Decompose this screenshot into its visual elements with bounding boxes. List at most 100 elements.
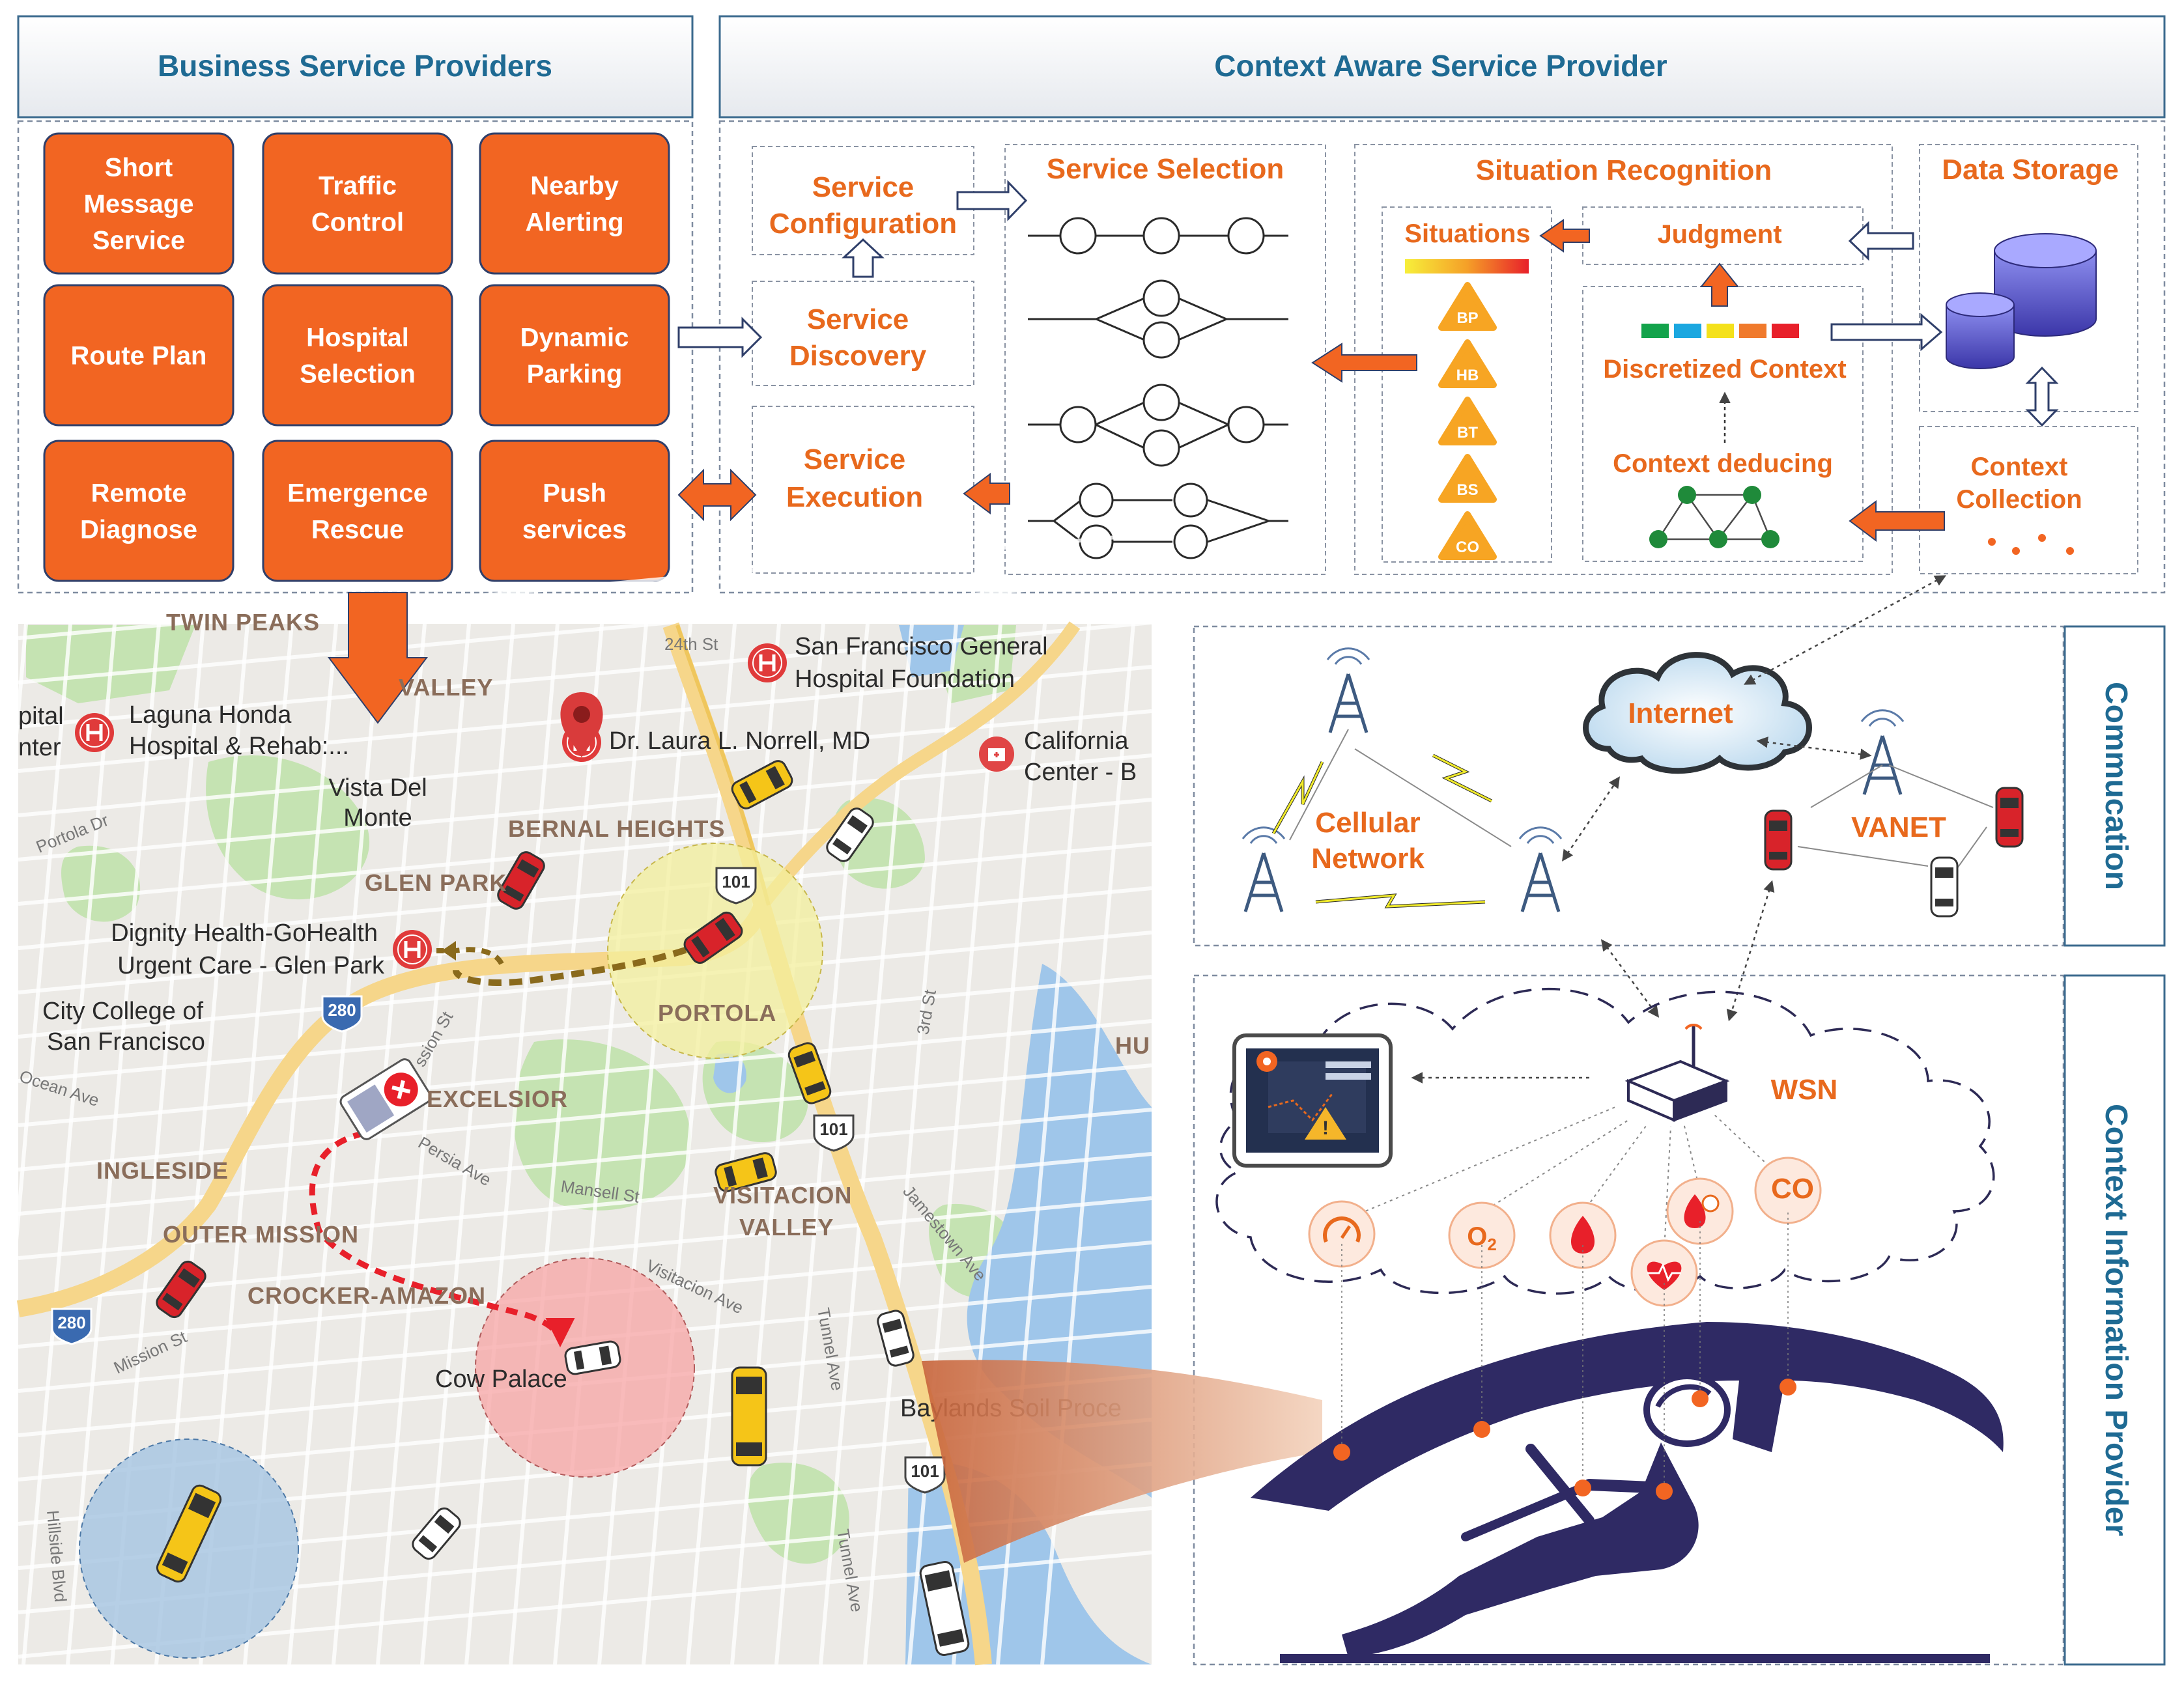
label-bernal: BERNAL HEIGHTS [508, 815, 725, 842]
label-crocker: CROCKER-AMAZON [248, 1282, 486, 1309]
hospital-icon [393, 930, 432, 969]
hwy-101-shield-1: 101 [722, 872, 750, 891]
service-configuration-line1: Service [812, 171, 915, 203]
sensors [1308, 1157, 1822, 1307]
service-tile-label: Service [92, 227, 185, 255]
service-selection-box [1004, 144, 1326, 575]
label-laguna-1: Laguna Honda [129, 701, 292, 729]
cellular-links [1271, 729, 1512, 908]
sensor-gauge-icon [1308, 1200, 1376, 1268]
arrow-configuration-to-selection [956, 180, 1028, 221]
label-citycollege-1: City College of [42, 998, 204, 1025]
label-pital-1: pital [18, 703, 64, 730]
service-tile-label: Control [311, 208, 404, 237]
sensor-heart-icon [1630, 1239, 1698, 1307]
sensor-co-label: CO [1771, 1173, 1814, 1205]
situation-badge-label: BS [1456, 481, 1478, 499]
tablet-icon: ! [1232, 1033, 1393, 1168]
judgment-label: Judgment [1657, 220, 1781, 249]
service-grid: ShortMessageServiceTrafficControlNearbyA… [43, 132, 670, 582]
zoom-beam [922, 1360, 1322, 1563]
context-deducing-label: Context deducing [1613, 449, 1833, 478]
svg-text:!: ! [1322, 1117, 1329, 1139]
label-visitacion-1: VISITACION [713, 1182, 852, 1209]
context-info-title: Context Information Provider [2099, 1104, 2133, 1536]
discretized-color-cell [1772, 324, 1799, 338]
route-arrow-head [442, 941, 456, 961]
context-aware-panel: Context Aware Service Provider Service C… [677, 15, 2166, 594]
ambulance-route [309, 1130, 575, 1347]
communication-panel: Commucation Internet Cellular Network [1193, 575, 2166, 1022]
label-dignity-1: Dignity Health-GoHealth [111, 919, 378, 947]
sensor-drop-icon [1549, 1201, 1617, 1269]
vanet-links [1797, 765, 1994, 873]
service-tile-label: Traffic [319, 172, 397, 201]
service-tile-label: Alerting [525, 208, 623, 237]
collection-dots [1988, 534, 2074, 555]
situation-badge-label: BT [1457, 424, 1478, 442]
service-tile[interactable]: Route Plan [43, 284, 234, 427]
service-discovery-line1: Service [807, 303, 909, 335]
vehicle-icon [731, 1366, 767, 1466]
context-collection-line1: Context [1971, 453, 2068, 481]
situation-badge: CO [1438, 511, 1497, 560]
situation-badge: BP [1438, 282, 1497, 331]
context-panel-title: Context Aware Service Provider [1214, 49, 1667, 83]
arrow-selection-to-execution [963, 473, 1010, 514]
service-tile-label: Short [105, 154, 173, 182]
context-collection-box [1919, 426, 2138, 574]
highway-shields: 101 101 101 280 280 [51, 867, 946, 1494]
situations-label: Situations [1404, 219, 1530, 248]
context-info-panel: Context Information Provider ! WSN [922, 974, 2166, 1666]
situation-badge: BS [1438, 454, 1497, 503]
situation-badge-label: BP [1456, 309, 1478, 327]
label-24th: 24th St [664, 634, 718, 654]
label-outermission: OUTER MISSION [163, 1221, 359, 1248]
situation-badge: HB [1438, 339, 1497, 388]
service-tile-label: Dynamic [520, 324, 629, 352]
vehicle-icon [564, 1340, 621, 1375]
service-tile-label: Remote [91, 479, 187, 508]
vehicle-icon [156, 1484, 222, 1583]
service-configuration-line2: Configuration [769, 208, 957, 240]
label-california-1: California [1024, 727, 1129, 755]
service-discovery-line2: Discovery [789, 340, 927, 372]
label-valley: VALLEY [399, 674, 493, 701]
map-vehicles [156, 760, 970, 1656]
service-tile-label: Diagnose [80, 516, 197, 544]
arrow-context-to-storage [1830, 313, 1943, 352]
service-selection-title: Service Selection [1047, 153, 1284, 185]
internet-label: Internet [1628, 697, 1733, 729]
orange-arrows [677, 219, 1945, 542]
vehicle-icon [731, 760, 793, 809]
context-collection-line2: Collection [1956, 485, 2082, 514]
situation-badge-label: HB [1456, 367, 1479, 384]
label-vista-2: Monte [343, 804, 412, 832]
service-tile-label: Message [84, 190, 194, 219]
location-pin-icon [560, 692, 603, 757]
cell-towers [1241, 647, 1905, 912]
service-tile-label: Nearby [530, 172, 619, 201]
arrow-business-execution [677, 468, 757, 522]
label-twinpeaks: TWIN PEAKS [166, 609, 320, 636]
label-california-2: Center - B [1024, 759, 1137, 786]
discretized-color-cell [1707, 324, 1734, 338]
arrow-storage-to-judgment [1848, 221, 1914, 261]
situation-recognition-title: Situation Recognition [1476, 154, 1772, 186]
vanet-label: VANET [1851, 811, 1946, 843]
service-tile-label: Route Plan [71, 342, 207, 371]
network-connectors [1562, 575, 1947, 1022]
sensor-links [1341, 1106, 1789, 1251]
driver-icon [1251, 1322, 2004, 1663]
tower-icon [1241, 826, 1286, 912]
label-excelsior: EXCELSIOR [427, 1086, 568, 1112]
clinic-icon [979, 737, 1014, 772]
